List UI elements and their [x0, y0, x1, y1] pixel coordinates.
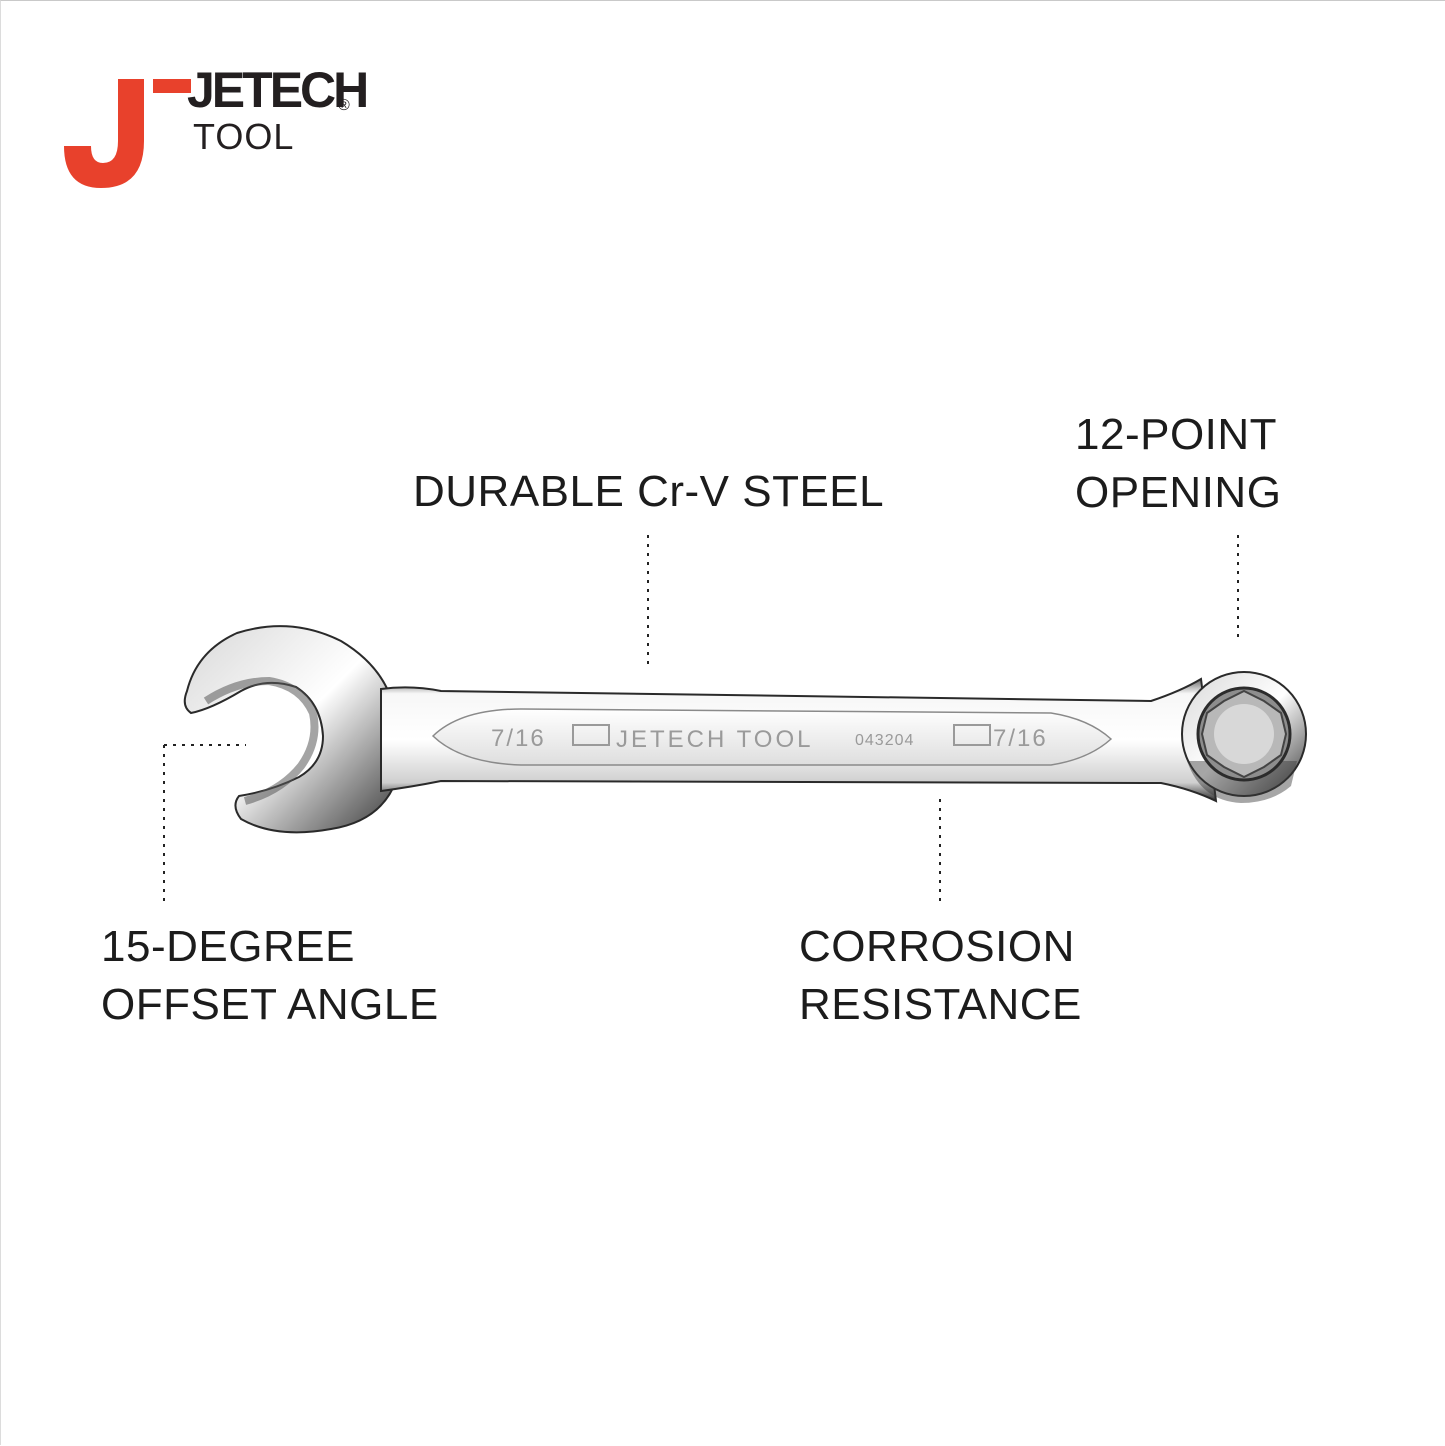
- feature-twelve-point-label: 12-POINT OPENING: [1075, 410, 1282, 517]
- stamp-size-left: 7/16: [491, 725, 546, 752]
- stamp-logo-left-icon: [572, 724, 610, 746]
- stamp-code: 043204: [855, 732, 914, 749]
- feature-corrosion-label: CORROSION RESISTANCE: [799, 922, 1082, 1029]
- stamp-logo-right-icon: [953, 724, 991, 746]
- feature-steel-label: DURABLE Cr-V STEEL: [413, 467, 885, 516]
- feature-offset-angle-label: 15-DEGREE OFFSET ANGLE: [101, 922, 439, 1029]
- registered-mark: ®: [338, 97, 350, 114]
- stamp-size-right: 7/16: [993, 725, 1048, 752]
- stamp-brand: JETECH TOOL: [616, 726, 813, 753]
- logo-wordmark: JETECH: [187, 62, 369, 118]
- logo-subtitle: TOOL: [193, 116, 295, 157]
